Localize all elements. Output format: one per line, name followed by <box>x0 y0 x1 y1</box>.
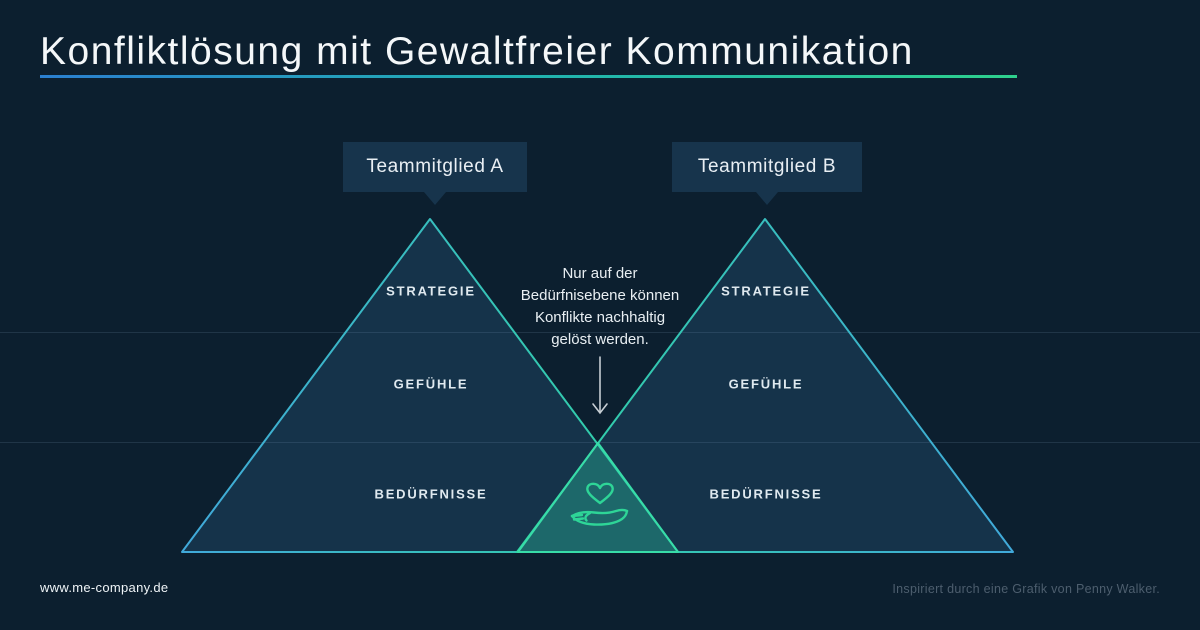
attribution-text: Inspiriert durch eine Grafik von Penny W… <box>892 582 1160 596</box>
pyramid-a-level-strategie: STRATEGIE <box>386 283 476 299</box>
pyramid-a-fill <box>182 219 678 552</box>
pyramid-a-level-gefuehle: GEFÜHLE <box>393 376 469 392</box>
pyramid-b-fill <box>517 219 1013 552</box>
team-member-b-label: Teammitglied B <box>697 156 837 177</box>
pyramid-a-outline <box>181 218 679 553</box>
annotation-line-2: Bedürfnisebene können <box>520 287 680 304</box>
annotation-line-3: Konflikte nachhaltig <box>534 309 666 326</box>
pyramid-b-outline <box>516 218 1014 553</box>
heart-in-hand-icon <box>570 482 629 526</box>
bubble-tail-b <box>756 192 778 205</box>
overlap-triangle <box>517 442 679 553</box>
team-member-a-bubble: Teammitglied A <box>343 142 527 205</box>
page-title: Konfliktlösung mit Gewaltfreier Kommunik… <box>40 30 914 73</box>
website-url: www.me-company.de <box>40 580 169 595</box>
pyramid-b-level-strategie: STRATEGIE <box>721 283 811 299</box>
bubble-tail-a <box>424 192 446 205</box>
pyramid-b-level-beduerfnisse: BEDÜRFNISSE <box>709 486 823 502</box>
arrow-down-icon <box>592 356 608 415</box>
title-underline <box>40 75 1017 78</box>
annotation-line-4: gelöst werden. <box>551 331 649 348</box>
pyramid-a-level-beduerfnisse: BEDÜRFNISSE <box>374 486 488 502</box>
pyramid-b-level-gefuehle: GEFÜHLE <box>728 376 804 392</box>
annotation-text: Nur auf der Bedürfnisebene können Konfli… <box>505 263 695 351</box>
team-member-b-bubble: Teammitglied B <box>672 142 862 205</box>
team-member-a-label: Teammitglied A <box>366 156 504 177</box>
annotation-line-1: Nur auf der <box>562 265 638 282</box>
